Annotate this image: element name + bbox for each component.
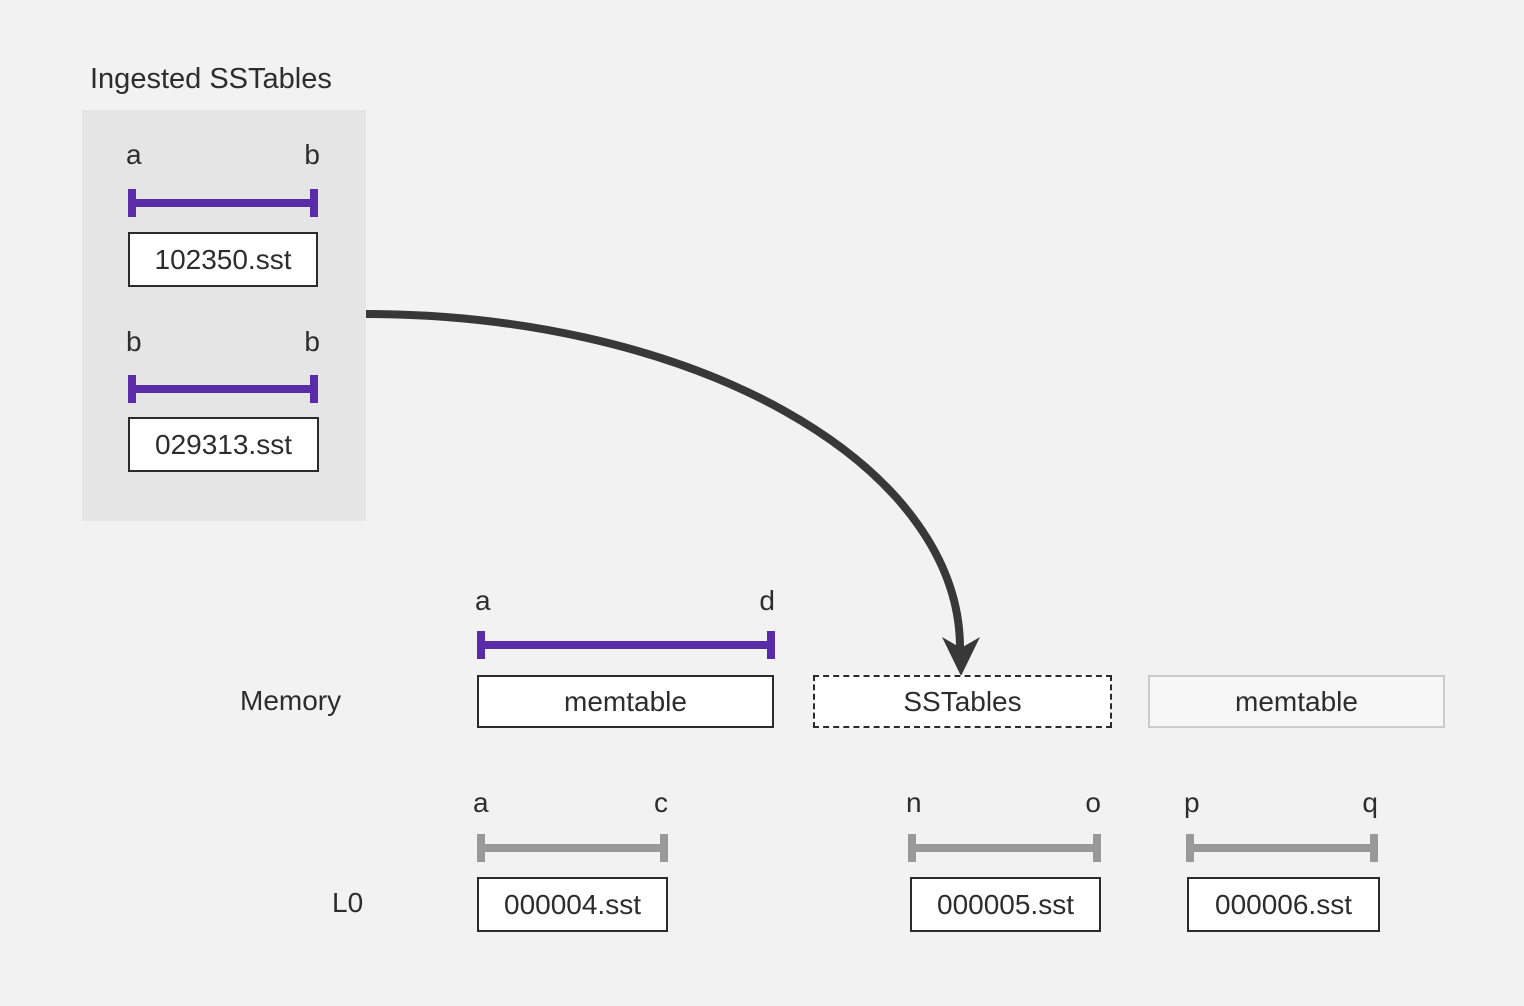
range-bar-line — [908, 844, 1101, 852]
l0-range-0-start-key: a — [473, 787, 489, 818]
ingested-sstables-title: Ingested SSTables — [90, 63, 332, 95]
range-bar-line — [128, 385, 318, 393]
l0-row-label: L0 — [332, 887, 364, 918]
memtable-box: memtable — [477, 675, 774, 728]
new-memtable-label: memtable — [1235, 685, 1358, 717]
l0-sst-file-0-box: 000004.sst — [477, 877, 668, 932]
memtable-range-end-key: d — [759, 585, 775, 616]
l0-range-2-end-key: q — [1362, 787, 1378, 818]
ingested-sst-file-0-name: 102350.sst — [154, 243, 292, 275]
l0-sst-file-1-box: 000005.sst — [910, 877, 1101, 932]
ingested-range-1-start-key: b — [126, 326, 142, 357]
ingested-sst-file-0-box: 102350.sst — [128, 232, 318, 287]
memtable-range-start-key: a — [475, 585, 491, 616]
memory-row-label: Memory — [240, 685, 342, 716]
l0-range-0-bar — [477, 834, 668, 862]
range-bar-line — [1186, 844, 1378, 852]
flushing-sstables-label: SSTables — [903, 685, 1022, 717]
range-bar-line — [477, 844, 668, 852]
ingested-range-0-start-key: a — [126, 139, 142, 170]
l0-range-2-bar — [1186, 834, 1378, 862]
ingested-sst-file-1-box: 029313.sst — [128, 417, 319, 472]
l0-range-1-start-key: n — [906, 787, 922, 818]
l0-sst-file-2-name: 000006.sst — [1215, 888, 1352, 920]
ingested-range-1-end-key: b — [304, 326, 320, 357]
memtable-box-label: memtable — [564, 685, 687, 717]
memtable-range-bar — [477, 631, 775, 659]
ingest-arrow-head — [942, 637, 980, 676]
l0-range-0-end-key: c — [654, 787, 668, 818]
l0-range-1-labels: n o — [906, 786, 1101, 820]
l0-range-1-end-key: o — [1085, 787, 1101, 818]
ingested-range-1-labels: b b — [126, 325, 320, 359]
l0-sst-file-2-box: 000006.sst — [1187, 877, 1380, 932]
ingested-range-0-end-key: b — [304, 139, 320, 170]
ingested-range-1-bar — [128, 375, 318, 403]
l0-range-2-labels: p q — [1184, 786, 1378, 820]
range-bar-line — [477, 641, 775, 649]
ingested-range-0-labels: a b — [126, 138, 320, 172]
l0-sst-file-1-name: 000005.sst — [937, 888, 1074, 920]
range-bar-line — [128, 199, 318, 207]
ingested-sst-file-1-name: 029313.sst — [155, 428, 292, 460]
flushing-sstables-box: SSTables — [813, 675, 1112, 728]
l0-range-0-labels: a c — [473, 786, 668, 820]
l0-sst-file-0-name: 000004.sst — [504, 888, 641, 920]
l0-range-1-bar — [908, 834, 1101, 862]
new-memtable-box: memtable — [1148, 675, 1445, 728]
l0-range-2-start-key: p — [1184, 787, 1200, 818]
memtable-range-labels: a d — [475, 584, 775, 618]
ingested-range-0-bar — [128, 189, 318, 217]
